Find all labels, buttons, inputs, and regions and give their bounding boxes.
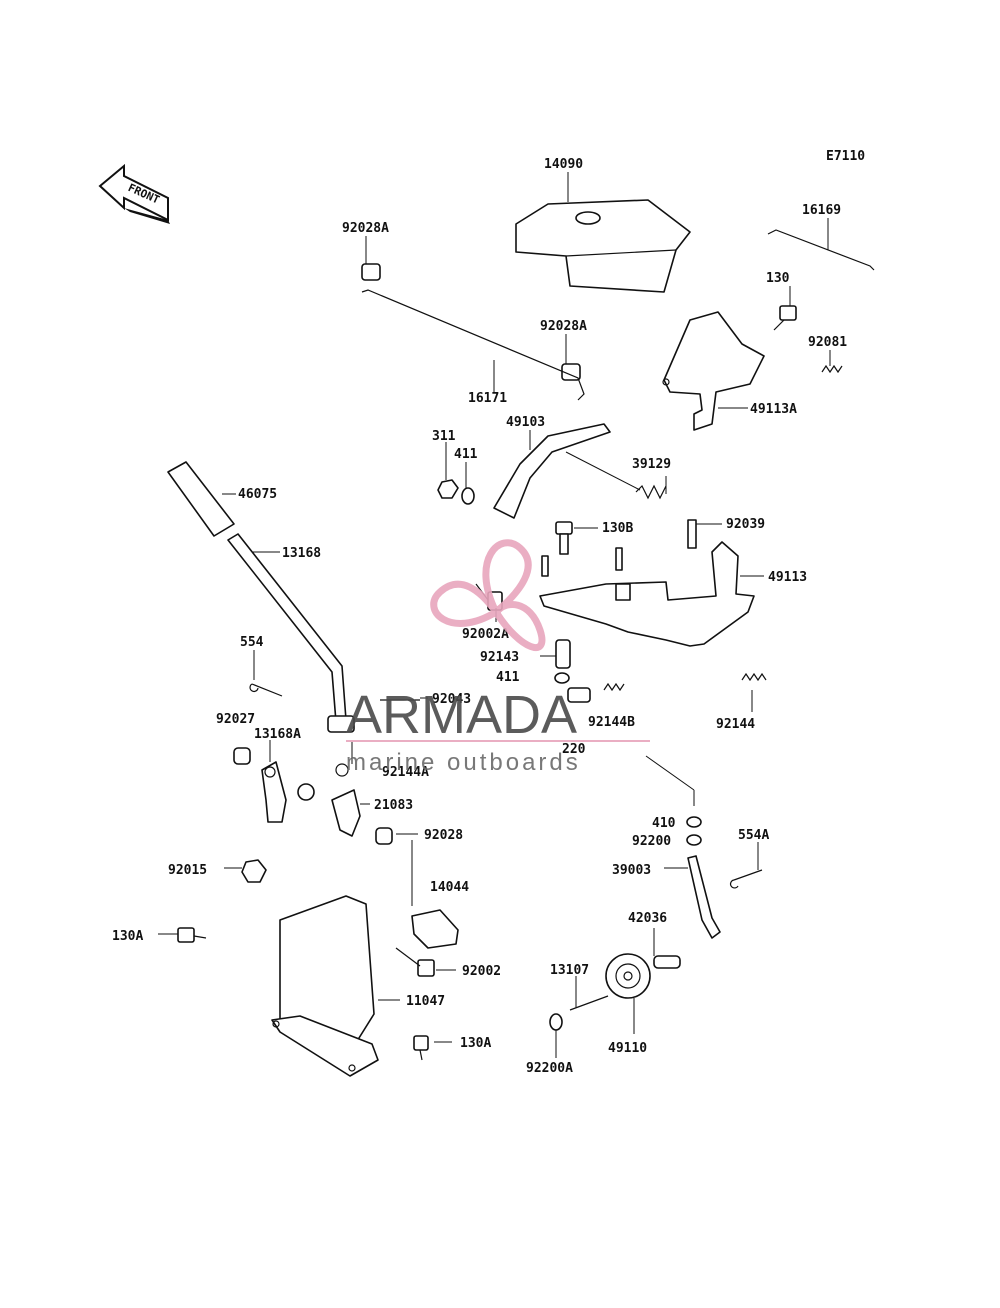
- part-spring-39129: [565, 451, 667, 500]
- part-washer-411-b: [554, 672, 570, 684]
- label-21083: 21083: [374, 798, 413, 813]
- part-nut-92027: [233, 747, 251, 765]
- label-92143: 92143: [480, 650, 519, 665]
- label-14090: 14090: [544, 157, 583, 172]
- part-collar-42036: [653, 955, 681, 969]
- part-pin-554A: [730, 869, 763, 889]
- label-13168A: 13168A: [254, 727, 301, 742]
- part-clip-92028A-a: [361, 263, 381, 281]
- label-11047: 11047: [406, 994, 445, 1009]
- label-411-a: 411: [454, 447, 478, 462]
- label-92144: 92144: [716, 717, 755, 732]
- part-pin-554: [249, 683, 283, 697]
- label-92039: 92039: [726, 517, 765, 532]
- label-411-b: 411: [496, 670, 520, 685]
- label-14044: 14044: [430, 880, 469, 895]
- label-16169: 16169: [802, 203, 841, 218]
- part-bolt-130A-b: [413, 1035, 429, 1061]
- watermark-tagline: marine outboards: [346, 749, 581, 776]
- label-92002: 92002: [462, 964, 501, 979]
- part-spring-92144A: [335, 763, 349, 777]
- label-130A-a: 130A: [112, 929, 143, 944]
- part-washer-92200: [686, 834, 702, 846]
- front-arrow-icon: FRONT: [98, 163, 170, 224]
- label-554: 554: [240, 635, 264, 650]
- part-cover-14090: [515, 199, 691, 293]
- part-bolt-130A-a: [177, 927, 207, 943]
- label-49103: 49103: [506, 415, 545, 430]
- label-13107: 13107: [550, 963, 589, 978]
- label-92144B: 92144B: [588, 715, 635, 730]
- label-49110: 49110: [608, 1041, 647, 1056]
- label-92002A: 92002A: [462, 627, 509, 642]
- part-nut-92028: [375, 827, 393, 845]
- label-130: 130: [766, 271, 790, 286]
- label-311: 311: [432, 429, 456, 444]
- watermark-brand: ARMADA: [346, 685, 577, 745]
- label-92027: 92027: [216, 712, 255, 727]
- label-46075: 46075: [238, 487, 277, 502]
- label-49113A: 49113A: [750, 402, 797, 417]
- part-gear-49110: [605, 953, 651, 999]
- label-92200A: 92200A: [526, 1061, 573, 1076]
- part-spring-92144: [741, 672, 767, 682]
- label-16171: 16171: [468, 391, 507, 406]
- label-49113: 49113: [768, 570, 807, 585]
- part-washer-411-a: [461, 487, 475, 505]
- part-spring-92144B: [567, 682, 625, 703]
- part-collar-92143: [555, 639, 571, 669]
- watermark: ARMADA marine outboards: [346, 539, 650, 776]
- part-rod-16171: [361, 289, 585, 401]
- part-spring-92081: [821, 364, 843, 374]
- watermark-propeller-logo: [430, 539, 546, 651]
- part-bracket-11047: [271, 895, 379, 1077]
- part-washer-410: [686, 816, 702, 828]
- label-130B: 130B: [602, 521, 633, 536]
- part-washer-92200A: [549, 1013, 563, 1031]
- label-92043: 92043: [432, 692, 471, 707]
- part-clip-92028A-b: [561, 363, 581, 381]
- part-rod-16169: [767, 229, 875, 271]
- part-link-13168A: [261, 761, 287, 823]
- label-92028: 92028: [424, 828, 463, 843]
- part-nut-311: [437, 479, 459, 499]
- label-92144A: 92144A: [382, 765, 429, 780]
- label-13168: 13168: [282, 546, 321, 561]
- label-220: 220: [562, 742, 586, 757]
- part-bracket-14044: [411, 909, 459, 949]
- label-39129: 39129: [632, 457, 671, 472]
- label-92028A-a: 92028A: [342, 221, 389, 236]
- label-39003: 39003: [612, 863, 651, 878]
- part-bolt-130: [773, 305, 797, 331]
- part-shaft-39003: [687, 855, 721, 939]
- label-92081: 92081: [808, 335, 847, 350]
- part-grip-46075: [167, 461, 235, 537]
- label-92200: 92200: [632, 834, 671, 849]
- label-130A-b: 130A: [460, 1036, 491, 1051]
- part-handle-13168: [227, 533, 355, 733]
- part-lever-49103: [493, 423, 611, 519]
- part-bracket-21083: [297, 783, 361, 837]
- label-92015: 92015: [168, 863, 207, 878]
- part-labels: 14090 16169 92028A 92028A 130 92081 1617…: [112, 157, 847, 1076]
- label-554A: 554A: [738, 828, 769, 843]
- label-42036: 42036: [628, 911, 667, 926]
- label-92028A-b: 92028A: [540, 319, 587, 334]
- part-pin-92039: [687, 519, 697, 549]
- label-410: 410: [652, 816, 676, 831]
- part-nut-92015: [241, 859, 267, 883]
- part-bracket-49113A: [662, 311, 765, 431]
- part-bolt-130B: [555, 521, 573, 555]
- diagram-code: E7110: [826, 149, 865, 164]
- part-bracket-49113: [539, 541, 755, 647]
- part-bolt-92002: [395, 947, 435, 977]
